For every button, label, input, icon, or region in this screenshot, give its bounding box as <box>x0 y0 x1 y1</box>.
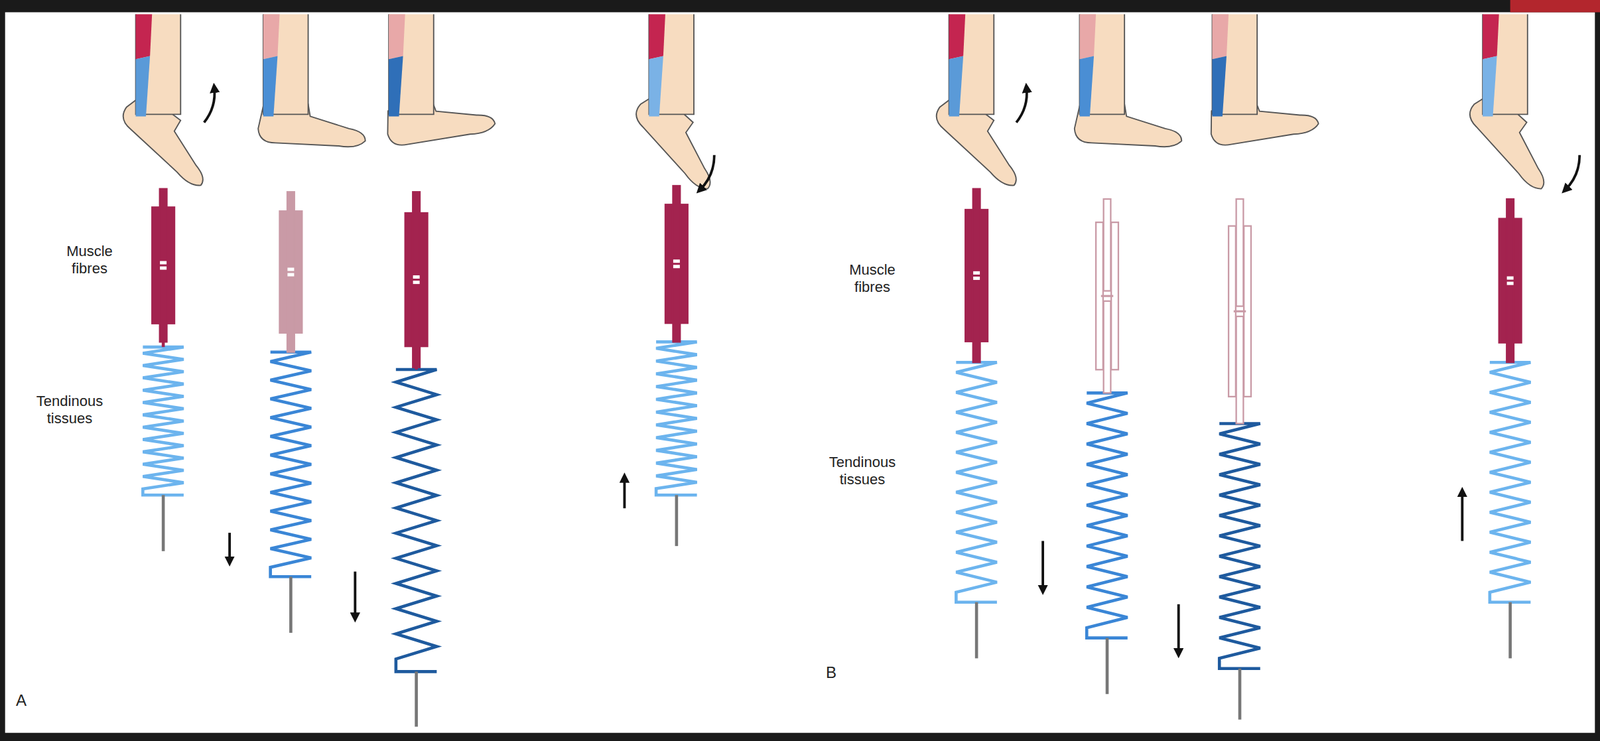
achilles-tendon <box>135 56 151 117</box>
filament <box>287 277 295 353</box>
direction-arrow <box>353 571 357 618</box>
tendon-spring <box>1219 423 1261 669</box>
filament <box>412 191 420 275</box>
rod <box>1508 602 1512 659</box>
filament <box>973 280 981 363</box>
direction-arrow <box>1460 492 1464 542</box>
filament <box>672 185 680 259</box>
cross-bridge <box>1101 295 1114 298</box>
filament <box>1236 199 1244 307</box>
leg-foot <box>627 14 734 194</box>
cross-bridge <box>1503 279 1516 282</box>
background <box>5 11 1596 733</box>
tendon-spring <box>142 346 184 495</box>
rod <box>675 494 679 546</box>
rod <box>414 671 418 727</box>
direction-arrow <box>1041 540 1045 590</box>
leg-foot <box>382 14 497 152</box>
filament <box>412 284 420 368</box>
rod <box>1105 638 1110 695</box>
cross-bridge <box>409 278 422 281</box>
filament <box>973 189 981 271</box>
cross-bridge <box>1233 310 1246 313</box>
muscle-fibres <box>1499 199 1522 363</box>
part-label: Tendinous tissues <box>829 453 896 489</box>
tendon-spring <box>270 352 312 577</box>
leg-foot <box>258 14 366 148</box>
calf-muscle <box>1211 14 1229 60</box>
rod <box>975 602 979 659</box>
filament <box>1103 301 1112 393</box>
rotation-arrow <box>1016 87 1027 123</box>
filament <box>1103 199 1112 291</box>
rotation-arrow <box>1565 155 1581 190</box>
rod <box>289 576 293 633</box>
cross-bridge <box>970 274 983 277</box>
achilles-tendon <box>263 56 278 117</box>
muscle-tendon-columns <box>114 14 1580 728</box>
tendon-spring <box>1489 362 1532 603</box>
muscle-fibres <box>1228 199 1252 424</box>
rod <box>1238 668 1242 720</box>
filament <box>1506 285 1514 363</box>
leg-foot <box>1074 14 1183 148</box>
calf-muscle <box>263 14 280 60</box>
leg-foot <box>928 14 1038 191</box>
filament <box>159 270 168 343</box>
leg-foot <box>1461 14 1568 194</box>
cross-bridge <box>670 262 683 265</box>
part-label: Muscle fibres <box>849 261 896 297</box>
achilles-tendon <box>949 56 964 117</box>
part-label: Tendinous tissues <box>36 392 103 428</box>
achilles-tendon <box>388 56 404 117</box>
panel-letter: B <box>825 663 837 683</box>
rotation-arrow <box>204 87 215 123</box>
cross-bridge <box>284 270 297 273</box>
achilles-tendon <box>1079 56 1094 117</box>
achilles-tendon <box>648 56 664 117</box>
calf-muscle <box>1079 14 1096 60</box>
filament <box>1236 316 1244 424</box>
calf-muscle <box>949 14 966 60</box>
muscle-fibres <box>1095 199 1119 393</box>
muscle-fibres <box>965 189 988 363</box>
filament <box>672 268 680 342</box>
direction-arrow <box>228 532 231 562</box>
logo-corner <box>1510 0 1600 12</box>
cross-bridge <box>157 264 170 267</box>
muscle-fibres <box>151 189 175 343</box>
direction-arrow <box>622 477 626 509</box>
tendon-spring <box>656 341 698 495</box>
calf-muscle <box>648 14 666 60</box>
tendon-spring <box>1086 392 1128 638</box>
part-label: Muscle fibres <box>66 242 113 278</box>
leg-foot <box>1205 14 1320 152</box>
muscle-fibres <box>405 191 428 368</box>
muscle-fibres <box>665 185 688 342</box>
filament <box>287 191 295 267</box>
muscle-fibres <box>279 191 302 353</box>
calf-muscle <box>1482 14 1500 60</box>
filament <box>1506 199 1514 276</box>
achilles-tendon <box>1211 56 1227 117</box>
tendon-spring <box>396 369 438 672</box>
achilles-tendon <box>1482 56 1498 117</box>
panel-letter: A <box>15 691 27 711</box>
rotation-arrow <box>699 155 715 190</box>
leg-foot <box>114 14 225 191</box>
direction-arrow <box>1177 604 1181 654</box>
rod <box>161 494 166 552</box>
filament <box>159 189 168 261</box>
calf-muscle <box>388 14 406 60</box>
tendon-spring <box>955 362 998 603</box>
calf-muscle <box>135 14 153 60</box>
